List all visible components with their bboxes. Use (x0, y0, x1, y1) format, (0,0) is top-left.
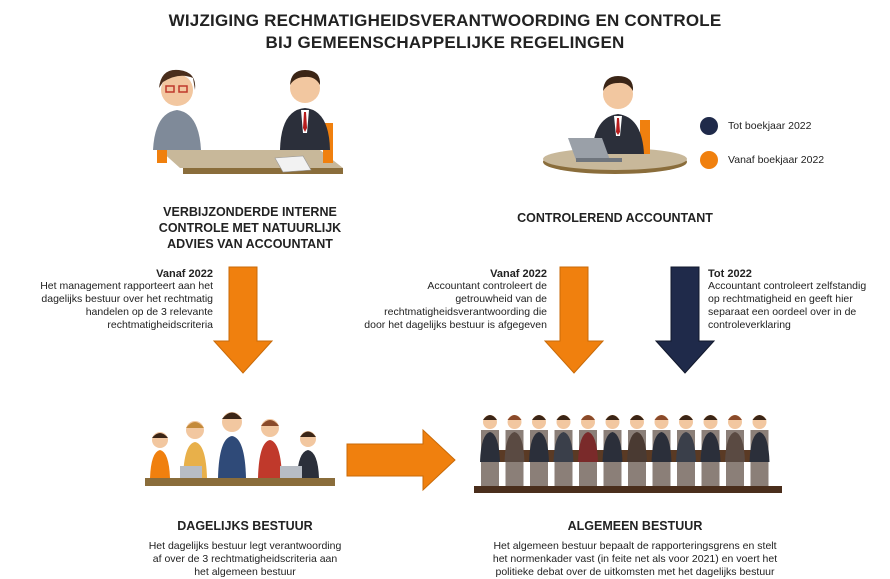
vanaf-text-line: rechtmatigheidsverantwoording die (384, 306, 547, 318)
arrow-down-icon (543, 266, 605, 374)
board-member (578, 415, 598, 486)
arrow-down-icon (212, 266, 274, 374)
legend-label-tot: Tot boekjaar 2022 (728, 120, 812, 132)
board-member (725, 415, 745, 486)
right-heading: CONTROLEREND ACCOUNTANT (517, 211, 713, 225)
orange-right-arrow (346, 428, 456, 492)
vanaf-text: Accountant controleert de getrouwheid va… (315, 280, 547, 332)
left-heading-line-3: ADVIES VAN ACCOUNTANT (167, 237, 333, 251)
board-member (627, 415, 647, 486)
woman-body (153, 110, 201, 150)
left-text-line: handelen op de 3 relevante (85, 306, 213, 318)
board-member (749, 415, 770, 486)
long-table-icon (474, 486, 782, 493)
board-members (480, 415, 770, 486)
orange-dot-icon (700, 151, 718, 169)
accountant-hair (603, 76, 634, 91)
laptop-base (576, 158, 622, 162)
laptop-icon (280, 466, 302, 478)
man-head (290, 73, 320, 103)
tot-text-line: controleverklaring (708, 319, 791, 331)
algemeen-text-line: het normenkader vast (in feite net als v… (492, 553, 778, 565)
navy-down-arrow (654, 266, 716, 374)
man-hair (290, 70, 321, 85)
algemeen-bestuur-illustration (474, 415, 782, 493)
dagelijks-text: Het dagelijks bestuur legt verantwoordin… (110, 540, 380, 579)
dagelijks-heading: DAGELIJKS BESTUUR (177, 519, 313, 533)
board-member (504, 415, 525, 486)
tot-sub: Tot 2022 (708, 268, 752, 280)
dagelijks-text-line: af over de 3 rechtmatigheidscriteria aan (152, 553, 338, 565)
vanaf-sub: Vanaf 2022 (490, 268, 547, 280)
left-text-line: rechtmatigheidscriteria (107, 319, 213, 331)
left-heading-line-2: CONTROLE MET NATUURLIJK (158, 221, 342, 235)
algemeen-heading: ALGEMEEN BESTUUR (567, 519, 703, 533)
table-icon (145, 478, 335, 486)
tot-text-line: op rechtmatigheid en geeft hier (708, 293, 853, 305)
legend: Tot boekjaar 2022 Vanaf boekjaar 2022 (700, 117, 824, 169)
legend-item-vanaf: Vanaf boekjaar 2022 (700, 151, 824, 169)
dagelijks-bestuur-illustration (145, 412, 335, 486)
board-member (602, 415, 623, 486)
algemeen-text-line: politieke debat over de uitkomsten met h… (495, 566, 775, 578)
accountant-illustration (543, 76, 687, 174)
legend-label-vanaf: Vanaf boekjaar 2022 (728, 154, 825, 166)
laptop-icon (180, 466, 202, 478)
woman-hair (159, 69, 196, 90)
tot-text: Accountant controleert zelfstandig op re… (708, 280, 888, 332)
board-member (700, 415, 721, 486)
arrow-right-icon (346, 428, 456, 492)
left-heading: VERBIJZONDERDE INTERNE CONTROLE MET NATU… (140, 204, 360, 252)
tie-icon (303, 112, 307, 132)
vanaf-text-line: door het dagelijks bestuur is afgegeven (364, 319, 547, 331)
orange-down-arrow-mid (543, 266, 605, 374)
arrow-down-icon (654, 266, 716, 374)
left-text-line: Het management rapporteert aan het (40, 280, 213, 292)
accountant-head (603, 79, 633, 109)
vanaf-text-line: Accountant controleert de (427, 280, 547, 292)
legend-item-tot: Tot boekjaar 2022 (700, 117, 824, 135)
page-title: WIJZIGING RECHMATIGHEIDSVERANTWOORDING E… (0, 10, 890, 54)
accountant-chair (640, 120, 650, 154)
glasses-icon (165, 85, 175, 93)
board-member (651, 415, 672, 486)
left-text: Het management rapporteert aan het dagel… (8, 280, 213, 332)
desk-top (160, 150, 343, 168)
title-line-1: WIJZIGING RECHMATIGHEIDSVERANTWOORDING E… (168, 11, 722, 30)
tie-icon (616, 118, 620, 135)
vanaf-text-block: Vanaf 2022 Accountant controleert de get… (315, 268, 547, 332)
laptop-icon (568, 138, 610, 160)
board-member (553, 415, 574, 486)
left-text-block: Vanaf 2022 Het management rapporteert aa… (8, 268, 213, 332)
meeting-illustration (153, 69, 343, 174)
dagelijks-block: DAGELIJKS BESTUUR Het dagelijks bestuur … (110, 518, 380, 579)
left-sub: Vanaf 2022 (156, 268, 213, 280)
tot-text-line: Accountant controleert zelfstandig (708, 280, 867, 292)
glasses-icon-right (178, 85, 188, 93)
board-member (529, 415, 549, 486)
people-group (150, 412, 319, 478)
tot-text-line: separaat een oordeel over in de (708, 306, 857, 318)
tot-text-block: Tot 2022 Accountant controleert zelfstan… (708, 268, 888, 332)
left-text-line: dagelijks bestuur over het rechtmatig (41, 293, 213, 305)
board-member (676, 415, 696, 486)
desk-edge (183, 168, 343, 174)
left-heading-line-1: VERBIJZONDERDE INTERNE (163, 205, 337, 219)
dagelijks-text-line: het algemeen bestuur (194, 566, 296, 578)
algemeen-block: ALGEMEEN BESTUUR Het algemeen bestuur be… (470, 518, 800, 579)
woman-head (161, 74, 193, 106)
orange-down-arrow-left (212, 266, 274, 374)
board-member (480, 415, 500, 486)
algemeen-text-line: Het algemeen bestuur bepaalt de rapporte… (493, 540, 777, 552)
paper-icon (274, 155, 312, 173)
dagelijks-text-line: Het dagelijks bestuur legt verantwoordin… (148, 540, 342, 552)
vanaf-text-line: getrouwheid van de (455, 293, 547, 305)
algemeen-text: Het algemeen bestuur bepaalt de rapporte… (470, 540, 800, 579)
navy-dot-icon (700, 117, 718, 135)
title-line-2: BIJ GEMEENSCHAPPELIJKE REGELINGEN (265, 33, 625, 52)
